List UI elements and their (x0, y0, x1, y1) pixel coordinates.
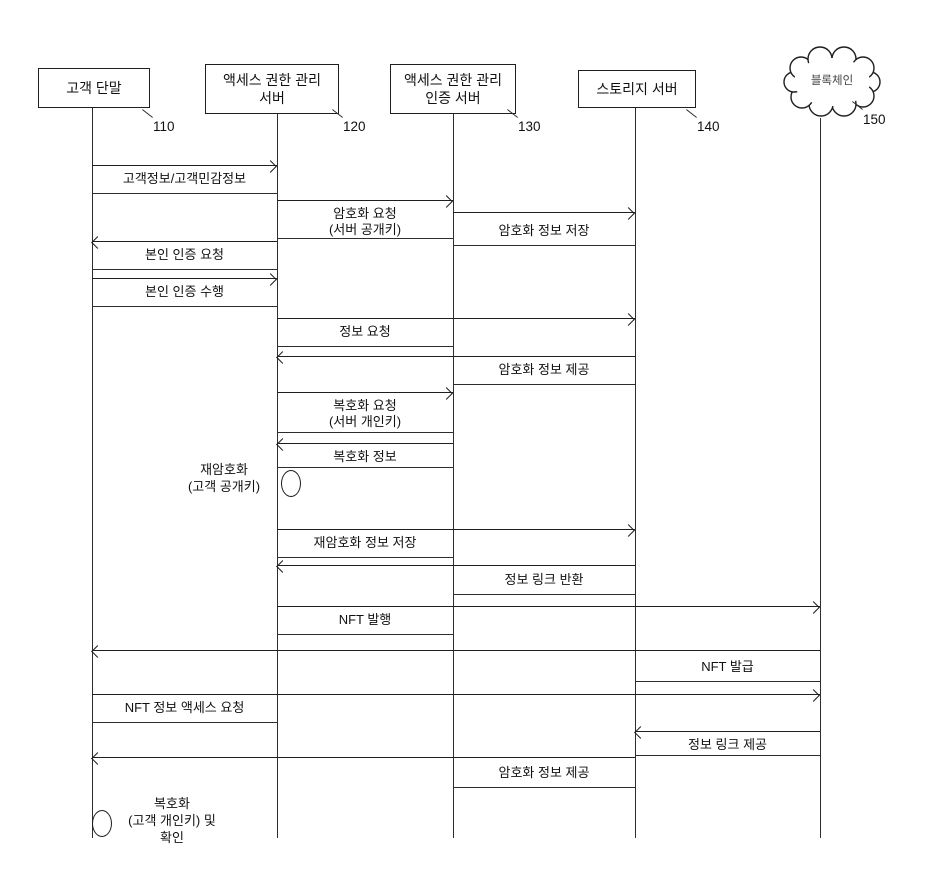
actor-access-rights-mgmt-auth-server: 액세스 권한 관리 인증 서버 (390, 64, 516, 114)
message-label: NFT 정보 액세스 요청 (92, 697, 277, 723)
message-text: 복호화 정보 (333, 449, 397, 464)
message-arrow (92, 650, 820, 651)
message-label: 암호화 정보 제공 (453, 762, 635, 788)
message-text: 복호화 (154, 796, 190, 811)
message-label: 복호화 정보 (277, 446, 453, 468)
lifeline-120 (277, 114, 278, 838)
message-label: 정보 요청 (277, 321, 453, 347)
cloud-icon (783, 46, 881, 117)
message-label: 암호화 정보 제공 (453, 359, 635, 385)
message-label: 암호화 요청 (서버 공개키) (277, 203, 453, 239)
message-arrow (92, 241, 277, 242)
ref-number-150: 150 (863, 112, 886, 127)
ref-number-120: 120 (343, 119, 366, 134)
message-text: 본인 인증 요청 (145, 247, 224, 262)
message-text: 복호화 요청 (333, 398, 397, 413)
message-arrow (277, 606, 820, 607)
message-arrow (277, 392, 453, 393)
message-text: 정보 링크 제공 (688, 737, 767, 752)
message-label: 복호화 요청 (서버 개인키) (277, 395, 453, 433)
message-arrow (277, 565, 635, 566)
actor-label: 블록체인 (810, 75, 854, 87)
self-operation-label: 복호화 (고객 개인키) 및 확인 (110, 796, 234, 847)
message-arrow (277, 318, 635, 319)
message-text: 정보 요청 (339, 324, 391, 339)
message-text: (서버 공개키) (328, 222, 402, 238)
lifeline-150 (820, 118, 821, 838)
self-operation-circle (281, 470, 301, 497)
message-arrow (92, 278, 277, 279)
message-arrow (277, 200, 453, 201)
actor-label: 서버 (259, 90, 285, 106)
ref-number-140: 140 (697, 119, 720, 134)
message-arrow (92, 165, 277, 166)
message-text: 본인 인증 수행 (145, 284, 224, 299)
ref-number-130: 130 (518, 119, 541, 134)
message-label: 본인 인증 요청 (92, 244, 277, 270)
actor-access-rights-mgmt-server: 액세스 권한 관리 서버 (205, 64, 339, 114)
ref-number-110: 110 (153, 119, 175, 134)
message-label: 고객정보/고객민감정보 (92, 168, 277, 194)
message-text: 재암호화 (200, 462, 248, 477)
ref-leader-tick (686, 109, 697, 118)
actor-label: 액세스 권한 관리 (404, 71, 502, 88)
message-label: 정보 링크 제공 (635, 734, 820, 756)
message-text: 정보 링크 반환 (504, 572, 584, 587)
message-label: NFT 발급 (635, 656, 820, 682)
self-operation-circle (92, 810, 112, 837)
actor-label: 액세스 권한 관리 (223, 71, 321, 88)
message-text: 확인 (160, 829, 184, 845)
message-label: 재암호화 정보 저장 (277, 532, 453, 558)
message-text: NFT 정보 액세스 요청 (124, 700, 245, 715)
message-arrow (277, 529, 635, 530)
actor-customer-terminal: 고객 단말 (38, 68, 150, 108)
message-text: NFT 발급 (701, 659, 754, 674)
lifeline-140 (635, 108, 636, 838)
message-arrow (277, 443, 453, 444)
message-arrow (635, 731, 820, 732)
actor-label: 인증 서버 (425, 90, 481, 106)
message-arrow (92, 694, 820, 695)
message-text: 재암호화 정보 저장 (313, 535, 417, 550)
message-text: 고객정보/고객민감정보 (122, 171, 247, 186)
message-label: 본인 인증 수행 (92, 281, 277, 307)
message-label: 암호화 정보 저장 (453, 220, 635, 246)
message-text: 암호화 정보 제공 (498, 765, 590, 780)
message-arrow (277, 356, 635, 357)
lifeline-110 (92, 108, 93, 838)
message-text: (서버 개인키) (328, 414, 402, 430)
actor-label: 스토리지 서버 (596, 80, 678, 97)
message-text: (고객 개인키) 및 (128, 812, 216, 828)
message-label: NFT 발행 (277, 609, 453, 635)
message-text: NFT 발행 (338, 612, 392, 627)
self-operation-label: 재암호화 (고객 공개키) (172, 462, 276, 496)
lifeline-130 (453, 114, 454, 838)
message-arrow (92, 757, 635, 758)
message-text: 암호화 정보 저장 (498, 223, 590, 238)
message-text: (고객 공개키) (187, 478, 261, 494)
message-text: 암호화 정보 제공 (498, 362, 590, 377)
message-label: 정보 링크 반환 (453, 569, 635, 595)
ref-leader-tick (142, 109, 153, 118)
actor-storage-server: 스토리지 서버 (578, 70, 696, 108)
message-text: 암호화 요청 (333, 206, 397, 221)
actor-label: 고객 단말 (66, 79, 122, 96)
actor-blockchain-cloud: 블록체인 (776, 36, 888, 124)
message-arrow (453, 212, 635, 213)
